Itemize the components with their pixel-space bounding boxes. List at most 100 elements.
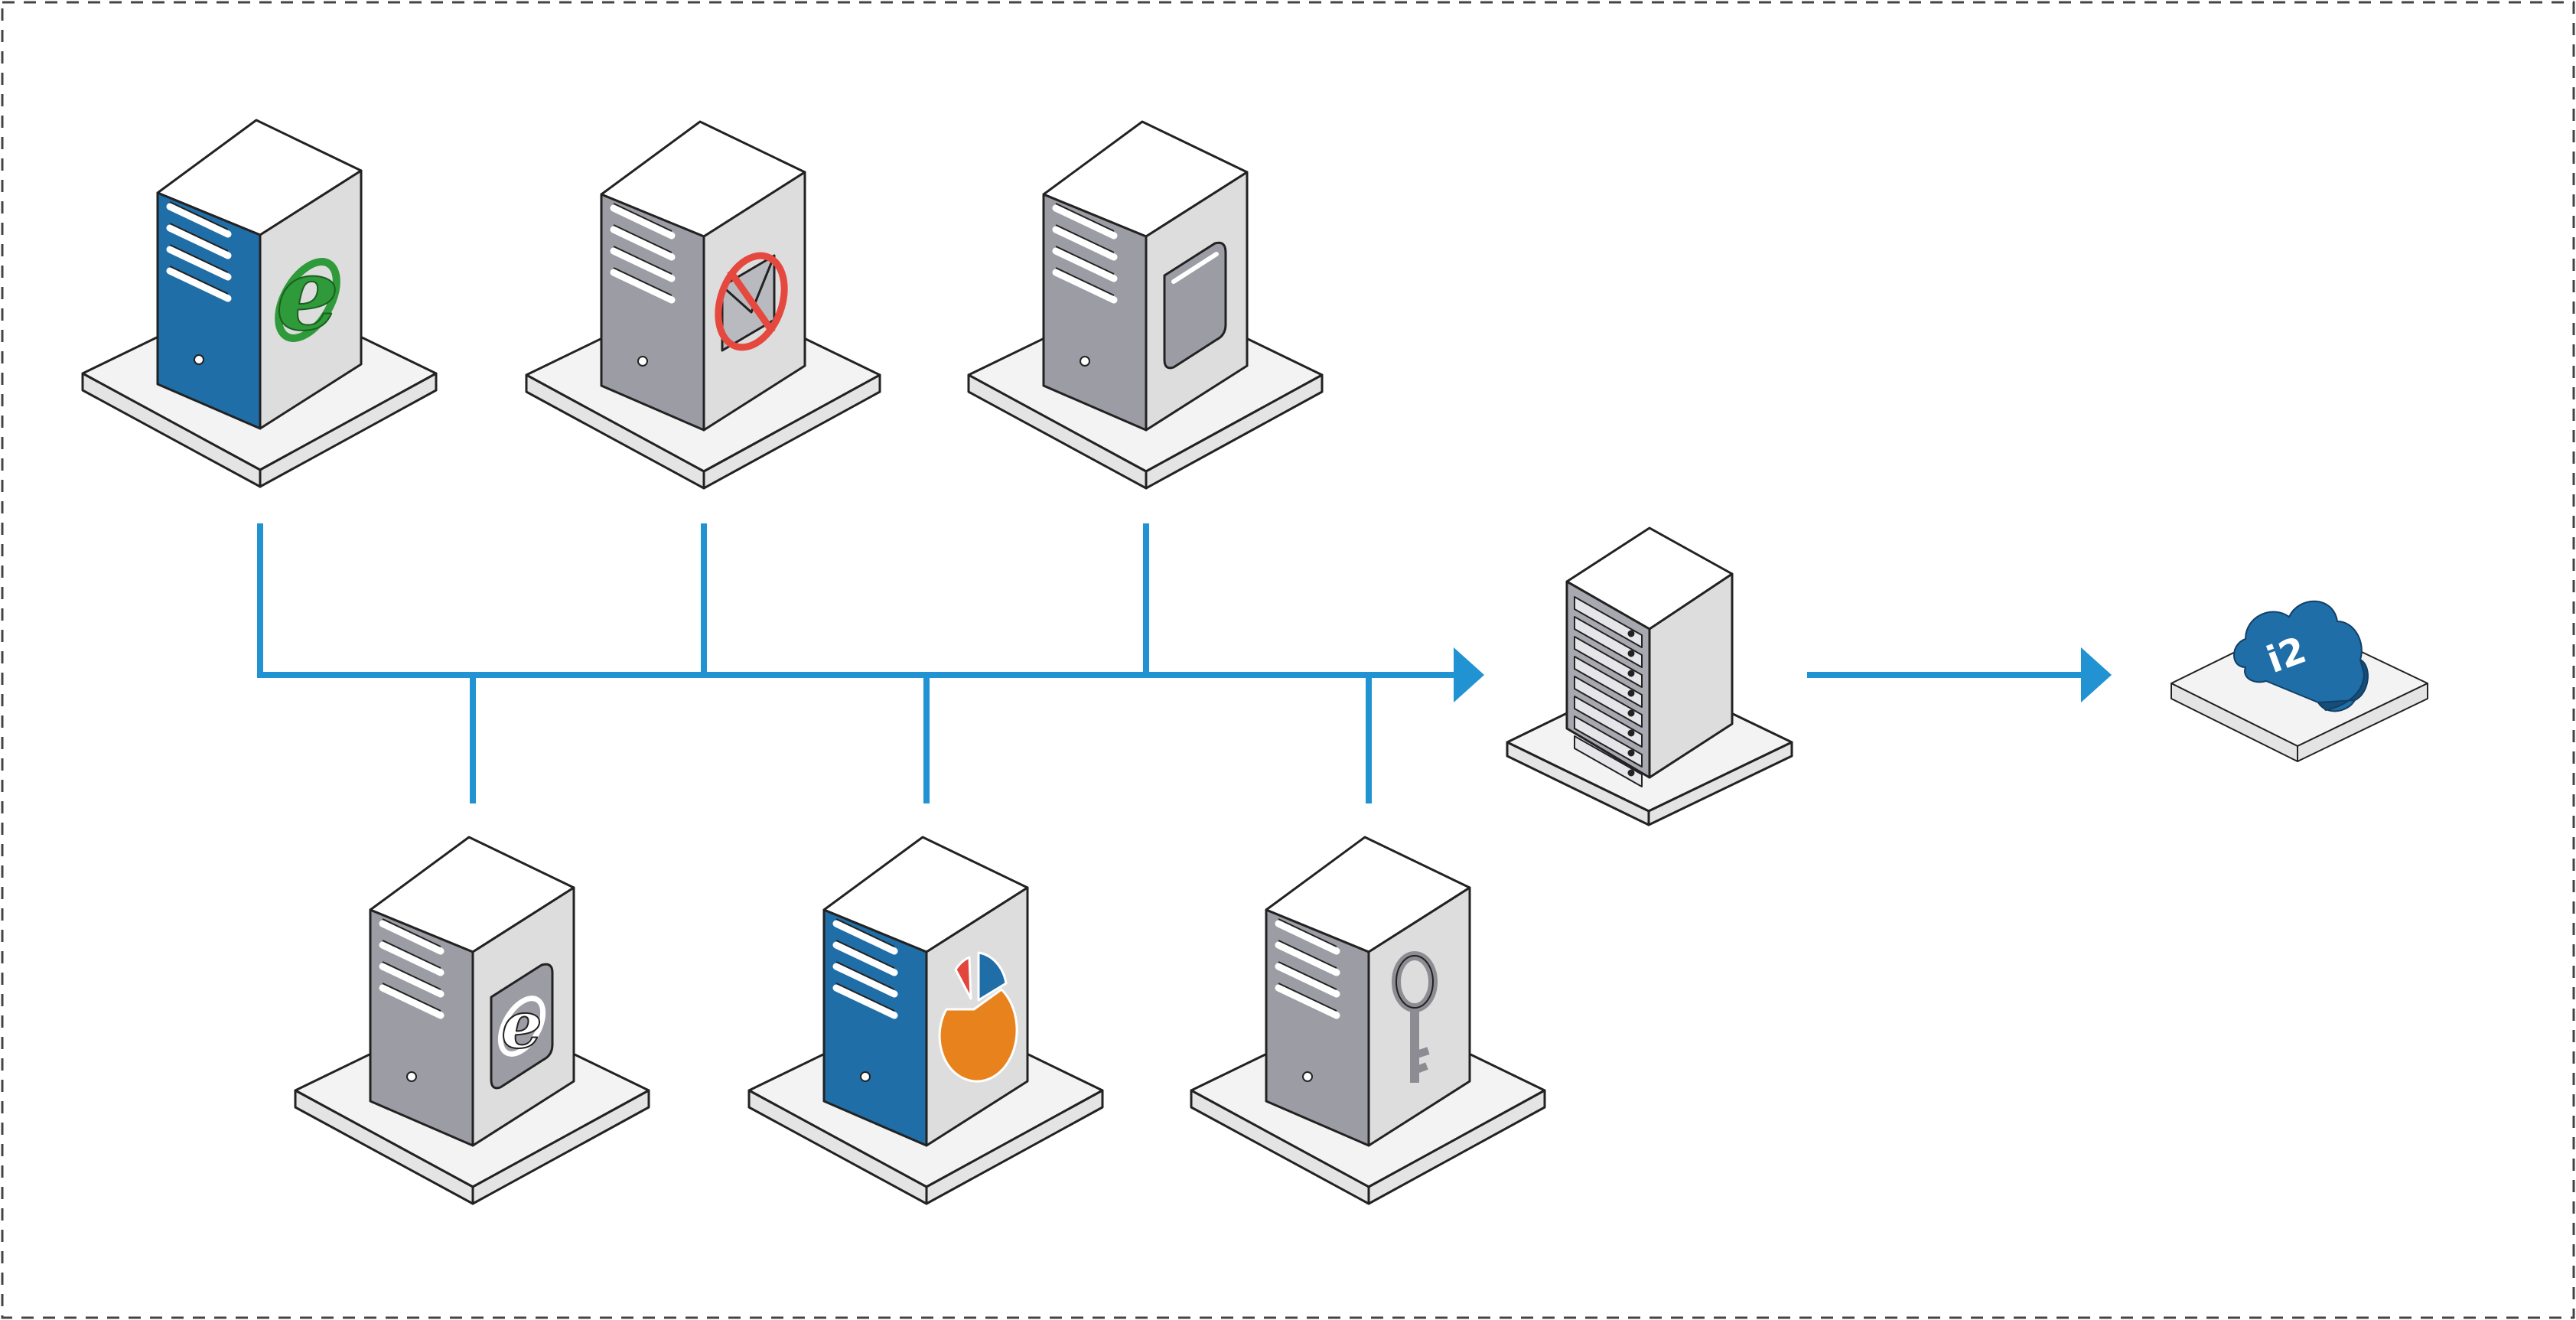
vent-slot xyxy=(610,226,676,261)
browser-server: e xyxy=(294,836,650,1205)
vent-slot xyxy=(832,963,898,998)
browser-badge-icon: e xyxy=(490,963,554,1090)
rack-slot-light xyxy=(1627,650,1635,657)
rack-server xyxy=(1506,526,1793,826)
vent-slot xyxy=(1275,920,1340,955)
vent-slot xyxy=(1052,226,1118,261)
vent-slot xyxy=(379,963,445,998)
vent-slot-edge xyxy=(613,224,672,253)
vent-slot-edge xyxy=(1278,983,1337,1012)
vent-slot xyxy=(1275,963,1340,998)
rack-right xyxy=(1648,572,1734,779)
vent-slot-edge xyxy=(1278,940,1337,969)
vent-slot xyxy=(379,920,445,955)
vent-slot xyxy=(1275,984,1340,1019)
base-right xyxy=(925,1089,1104,1205)
rack-slot xyxy=(1574,636,1643,688)
vent-slot xyxy=(610,247,676,282)
vent-slot-edge xyxy=(613,203,672,232)
security-server xyxy=(1190,836,1546,1205)
rack-slot-light xyxy=(1627,630,1635,637)
svg-text:e: e xyxy=(276,236,340,353)
vent-slot xyxy=(379,941,445,976)
rack-slot xyxy=(1574,735,1643,787)
power-light xyxy=(1080,356,1090,367)
vent-slot xyxy=(1052,269,1118,304)
vent-slot-edge xyxy=(382,961,441,990)
vent-slot-edge xyxy=(1055,203,1115,232)
vent-slot-edge xyxy=(1278,918,1337,947)
svg-text:e: e xyxy=(501,987,542,1063)
vent-slot xyxy=(832,984,898,1019)
vent-slot xyxy=(832,941,898,976)
vent-slot-edge xyxy=(169,223,229,252)
vent-slot xyxy=(1052,204,1118,240)
vent-slot-edge xyxy=(613,267,672,296)
vent-slot-edge xyxy=(382,918,441,947)
blank-panel-icon xyxy=(1163,241,1227,370)
blocked-mail-icon xyxy=(715,252,788,352)
power-light xyxy=(637,356,648,367)
cloud-side xyxy=(2317,659,2369,711)
vent-slot xyxy=(166,246,232,281)
vent-slot xyxy=(166,267,232,302)
rack-base-right xyxy=(1647,741,1793,826)
cloud-base-right xyxy=(2297,683,2428,762)
vent-slot-edge xyxy=(1278,961,1337,990)
vent-slot-edge xyxy=(169,266,229,295)
cloud-service: i2 xyxy=(2171,600,2428,762)
power-light xyxy=(406,1071,417,1082)
base-right xyxy=(1145,373,1324,490)
power-light xyxy=(194,354,204,365)
vent-slot xyxy=(1275,941,1340,976)
analytics-server xyxy=(747,836,1104,1205)
rack-slot-light xyxy=(1627,769,1635,777)
rack-slot-light xyxy=(1627,709,1635,717)
vent-slot-edge xyxy=(835,961,895,990)
rack-slot xyxy=(1574,676,1643,728)
vent-slot-edge xyxy=(835,940,895,969)
base-right xyxy=(1367,1089,1546,1205)
rack-slots xyxy=(1574,596,1643,787)
vent-slot-edge xyxy=(835,918,895,947)
base-right xyxy=(259,372,438,488)
rack-slot xyxy=(1574,596,1643,648)
vent-slot-edge xyxy=(169,201,229,230)
vent-slot xyxy=(379,984,445,1019)
base-right xyxy=(471,1089,650,1205)
vent-slot xyxy=(1052,247,1118,282)
vent-slot-edge xyxy=(1055,224,1115,253)
mail-server xyxy=(525,120,881,490)
arrowhead-to-rack xyxy=(1454,647,1484,702)
vent-slot-edge xyxy=(613,246,672,275)
pie-chart-icon xyxy=(938,951,1018,1083)
web-server: e xyxy=(81,119,438,488)
connector-bus xyxy=(257,523,2089,803)
power-light xyxy=(1302,1071,1313,1082)
vent-slot-edge xyxy=(382,940,441,969)
power-light xyxy=(860,1071,871,1082)
tower-right xyxy=(259,169,363,430)
key-icon xyxy=(1392,951,1438,1083)
arrowhead-to-cloud xyxy=(2081,647,2112,702)
vent-slot-edge xyxy=(382,983,441,1012)
vent-slot xyxy=(832,920,898,955)
vent-slot-edge xyxy=(1055,246,1115,275)
rack-slot-light xyxy=(1627,729,1635,737)
internet-explorer-icon: e xyxy=(275,235,340,354)
vent-slot-edge xyxy=(169,244,229,273)
rack-slot-light xyxy=(1627,689,1635,697)
vent-slot xyxy=(166,224,232,259)
vent-slot xyxy=(610,204,676,240)
rack-slot-light xyxy=(1627,670,1635,677)
vent-slot-edge xyxy=(835,983,895,1012)
rack-slot xyxy=(1574,715,1643,768)
rack-slot xyxy=(1574,656,1643,708)
vent-slot-edge xyxy=(1055,267,1115,296)
rack-slot xyxy=(1574,696,1643,748)
base-right xyxy=(702,373,881,490)
vent-slot xyxy=(610,269,676,304)
blank-server xyxy=(967,120,1324,490)
